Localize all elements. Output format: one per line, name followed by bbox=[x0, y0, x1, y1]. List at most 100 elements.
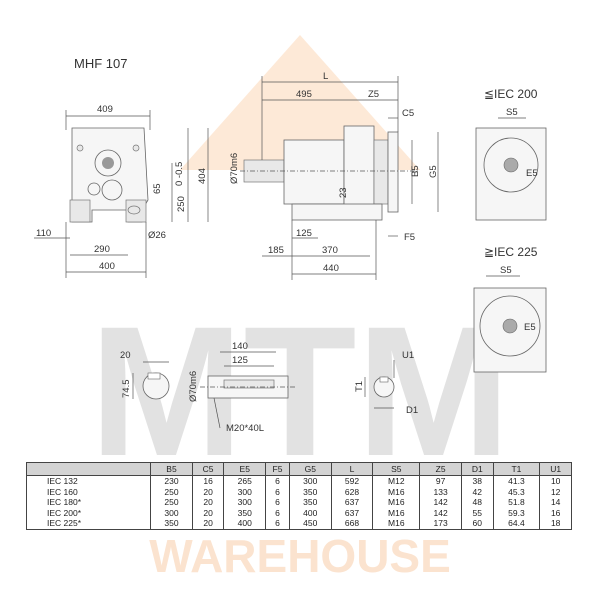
side-bolt-hole bbox=[127, 205, 141, 215]
table-cell: 265 bbox=[223, 475, 267, 487]
table-cell: 48 bbox=[461, 497, 494, 508]
shaft-thread-label: M20*40L bbox=[226, 423, 264, 434]
table-header: L bbox=[330, 462, 374, 476]
table-header-row: B5 C5 E5 F5 G5 L S5 Z5 D1 T1 U1 bbox=[25, 462, 572, 476]
table-cell: 20 bbox=[191, 486, 225, 497]
dim-label-125: 125 bbox=[296, 228, 312, 239]
side-bolt-2 bbox=[132, 144, 140, 152]
table-cell: 350 bbox=[288, 497, 332, 508]
table-cell: 97 bbox=[419, 475, 463, 487]
key-slot bbox=[147, 372, 161, 380]
table-cell: 637 bbox=[330, 507, 374, 518]
front-gear-stage-2 bbox=[343, 125, 375, 219]
table-cell: 350 bbox=[223, 507, 267, 518]
table-header: T1 bbox=[492, 462, 541, 476]
table-cell: IEC 200* bbox=[25, 507, 152, 518]
table-cell: IEC 180* bbox=[25, 497, 152, 508]
table-cell: 300 bbox=[223, 486, 267, 497]
table-cell: M16 bbox=[372, 507, 421, 518]
flange1-dim-E5: E5 bbox=[526, 168, 538, 179]
flange-view-iec225: ≧IEC 225 S5 E5 bbox=[473, 245, 547, 373]
table-cell: 59.3 bbox=[492, 507, 541, 518]
table-cell: 6 bbox=[265, 518, 290, 530]
table-cell: 400 bbox=[288, 507, 332, 518]
table-cell: 41.3 bbox=[492, 475, 541, 487]
table-cell: 20 bbox=[191, 518, 225, 530]
table-cell: 45.3 bbox=[492, 486, 541, 497]
key-dim-h: 74.5 bbox=[121, 380, 132, 399]
table-cell: 173 bbox=[419, 518, 463, 530]
side-bolt-1 bbox=[76, 144, 84, 152]
table-header: F5 bbox=[265, 462, 290, 476]
table-cell: 20 bbox=[191, 497, 225, 508]
flange2-dim-S5: S5 bbox=[500, 265, 512, 276]
flange1-shaft bbox=[503, 157, 519, 173]
table-header: B5 bbox=[150, 462, 193, 476]
shaft-dim-dia: Ø70m6 bbox=[188, 371, 199, 402]
table-cell: 592 bbox=[330, 475, 374, 487]
table-header: E5 bbox=[223, 462, 267, 476]
side-plug-left bbox=[87, 182, 101, 196]
table-header: U1 bbox=[539, 462, 572, 476]
dim-label-250: 250 bbox=[176, 196, 187, 212]
table-header: D1 bbox=[461, 462, 494, 476]
table-row: IEC 225* 350 20 400 6 450 668 M16 173 60… bbox=[25, 518, 572, 530]
dim-label-shaft-dia: Ø70m6 bbox=[229, 153, 240, 184]
dim-label-L: L bbox=[323, 71, 328, 82]
table-cell: 637 bbox=[330, 497, 374, 508]
drawing-title: MHF 107 bbox=[74, 56, 127, 71]
table-cell: 18 bbox=[539, 518, 572, 530]
motor-dim-T1: T1 bbox=[354, 381, 365, 392]
table-header: S5 bbox=[372, 462, 421, 476]
table-cell: 300 bbox=[223, 497, 267, 508]
table-cell: 133 bbox=[419, 486, 463, 497]
dim-label-290: 290 bbox=[94, 244, 110, 255]
dim-label-65: 65 bbox=[152, 183, 163, 194]
table-row: IEC 132 230 16 265 6 300 592 M12 97 38 4… bbox=[25, 475, 572, 487]
side-foot-left bbox=[69, 199, 91, 223]
table-cell: 6 bbox=[265, 486, 290, 497]
motor-shaft-view: U1 T1 D1 bbox=[354, 350, 418, 416]
motor-dim-U1: U1 bbox=[402, 350, 414, 361]
front-foot bbox=[291, 203, 383, 221]
table-row: IEC 180* 250 20 300 6 350 637 M16 142 48… bbox=[25, 497, 572, 508]
table-cell: 142 bbox=[419, 507, 463, 518]
table-cell: 14 bbox=[539, 497, 572, 508]
watermark-subtext: WAREHOUSE bbox=[149, 530, 451, 582]
dim-label-B5: B5 bbox=[410, 165, 421, 177]
dim-label-tolerance: 0 -0.5 bbox=[174, 162, 185, 186]
front-flange bbox=[387, 131, 399, 213]
side-plug-right bbox=[101, 179, 123, 201]
table-cell: 6 bbox=[265, 475, 290, 487]
side-shaft-center bbox=[102, 157, 114, 169]
table-cell: M16 bbox=[372, 486, 421, 497]
table-cell: IEC 225* bbox=[25, 518, 152, 530]
table-row: IEC 160 250 20 300 6 350 628 M16 133 42 … bbox=[25, 486, 572, 497]
dim-label-Z5: Z5 bbox=[368, 89, 379, 100]
shaft-view: 140 125 Ø70m6 M20*40L bbox=[188, 341, 296, 434]
table-cell: 450 bbox=[288, 518, 332, 530]
table-cell: 16 bbox=[539, 507, 572, 518]
table-cell: 250 bbox=[150, 497, 193, 508]
table-cell: IEC 132 bbox=[25, 475, 152, 487]
table-cell: IEC 160 bbox=[25, 486, 152, 497]
table-cell: 350 bbox=[288, 486, 332, 497]
shaft-dim-125: 125 bbox=[232, 355, 248, 366]
table-cell: M16 bbox=[372, 518, 421, 530]
shaft-thread-leader bbox=[213, 397, 221, 429]
dim-label-110: 110 bbox=[36, 228, 51, 239]
watermark: MTM WAREHOUSE bbox=[89, 35, 511, 582]
dim-label-23: 23 bbox=[338, 187, 349, 198]
table-cell: 142 bbox=[419, 497, 463, 508]
table-header: C5 bbox=[191, 462, 225, 476]
table-cell: M12 bbox=[372, 475, 421, 487]
table-cell: 230 bbox=[150, 475, 193, 487]
table-header bbox=[25, 462, 152, 476]
table-header: G5 bbox=[288, 462, 332, 476]
table-cell: 350 bbox=[150, 518, 193, 530]
flange-view-iec200: ≦IEC 200 S5 E5 bbox=[475, 87, 547, 221]
table-cell: 628 bbox=[330, 486, 374, 497]
table-header: Z5 bbox=[419, 462, 463, 476]
dim-label-F5: F5 bbox=[404, 232, 415, 243]
dim-label-440: 440 bbox=[323, 263, 339, 274]
